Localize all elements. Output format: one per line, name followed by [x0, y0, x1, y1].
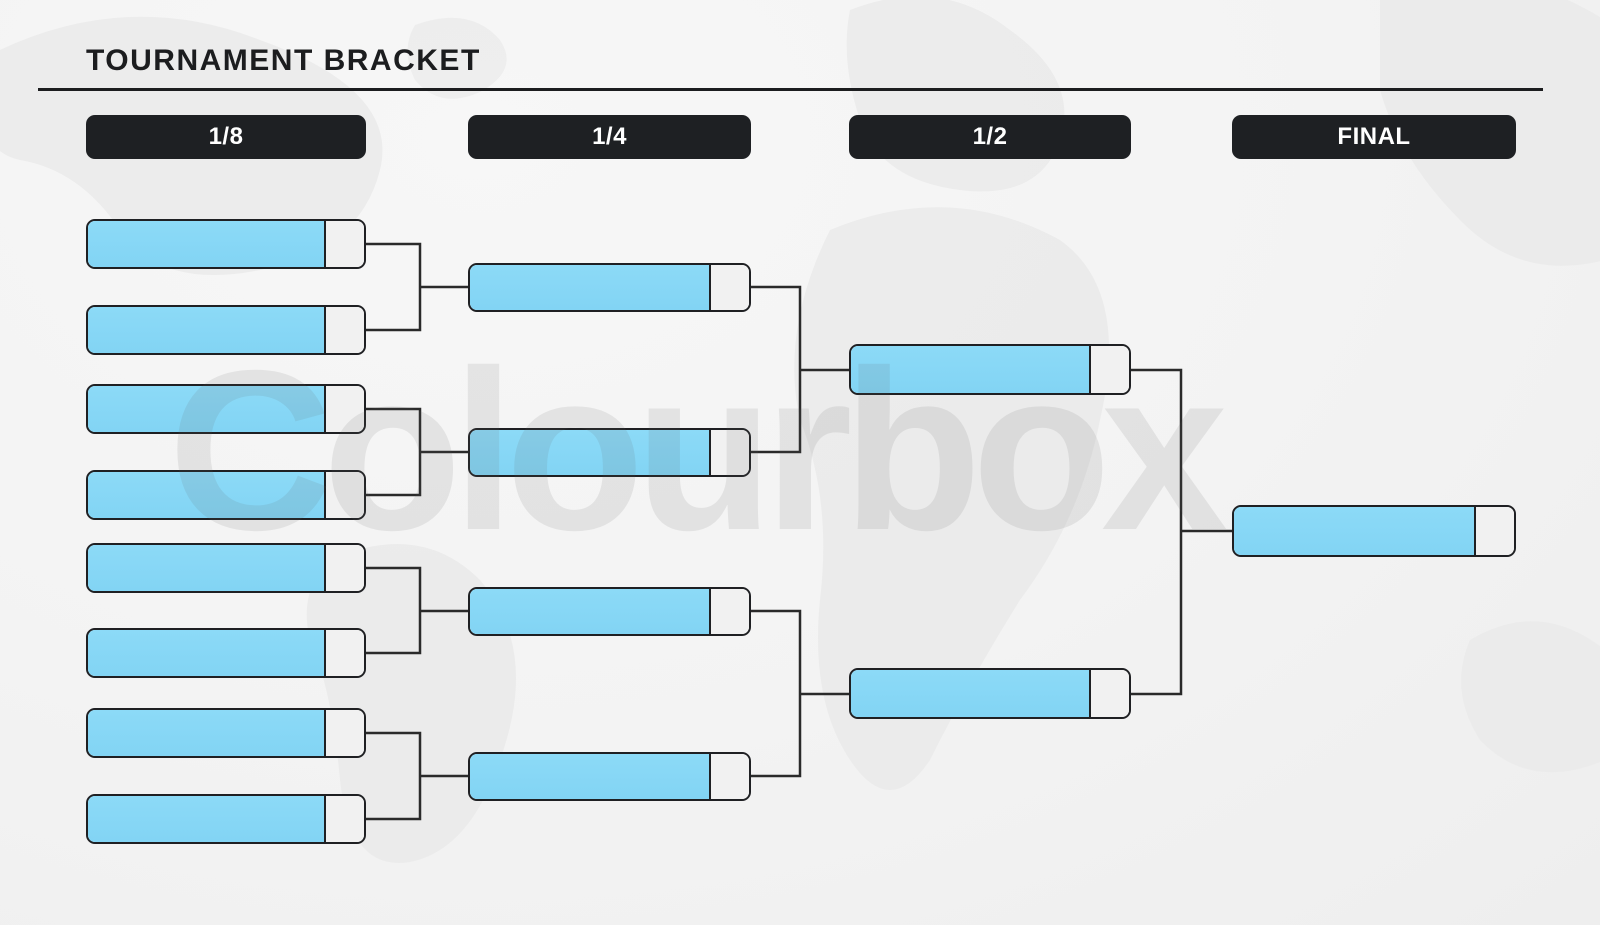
match-slot-r16-8[interactable]: [86, 794, 366, 844]
slot-team-area: [1234, 507, 1476, 555]
match-slot-r16-1[interactable]: [86, 219, 366, 269]
match-slot-final[interactable]: [1232, 505, 1516, 557]
slot-team-area: [88, 386, 326, 432]
slot-score-area: [1476, 507, 1514, 555]
slot-team-area: [88, 796, 326, 842]
slot-team-area: [88, 710, 326, 756]
slot-score-area: [1091, 346, 1129, 393]
slot-score-area: [326, 386, 364, 432]
slot-team-area: [470, 265, 711, 310]
slot-score-area: [326, 472, 364, 518]
slot-team-area: [88, 307, 326, 353]
slot-score-area: [326, 307, 364, 353]
slot-score-area: [326, 796, 364, 842]
match-slot-qf-3[interactable]: [468, 587, 751, 636]
match-slot-r16-5[interactable]: [86, 543, 366, 593]
round-header-label: 1/2: [972, 123, 1008, 150]
slot-score-area: [326, 710, 364, 756]
match-slot-r16-2[interactable]: [86, 305, 366, 355]
match-slot-sf-1[interactable]: [849, 344, 1131, 395]
slot-team-area: [470, 430, 711, 475]
match-slot-sf-2[interactable]: [849, 668, 1131, 719]
slot-score-area: [1091, 670, 1129, 717]
slot-team-area: [88, 472, 326, 518]
match-slot-qf-2[interactable]: [468, 428, 751, 477]
round-header-label: 1/4: [592, 123, 627, 150]
slot-team-area: [88, 630, 326, 676]
match-slot-r16-7[interactable]: [86, 708, 366, 758]
slot-score-area: [711, 754, 749, 799]
round-header-1-2: 1/2: [849, 115, 1131, 159]
slot-team-area: [470, 589, 711, 634]
slot-score-area: [326, 545, 364, 591]
slot-score-area: [711, 589, 749, 634]
slot-score-area: [326, 221, 364, 267]
round-header-1-8: 1/8: [86, 115, 366, 159]
round-header-1-4: 1/4: [468, 115, 751, 159]
match-slot-r16-4[interactable]: [86, 470, 366, 520]
match-slot-r16-6[interactable]: [86, 628, 366, 678]
match-slot-qf-1[interactable]: [468, 263, 751, 312]
title-underline: [38, 88, 1543, 91]
match-slot-r16-3[interactable]: [86, 384, 366, 434]
slot-team-area: [851, 346, 1091, 393]
round-header-label: FINAL: [1337, 123, 1411, 150]
page-title: TOURNAMENT BRACKET: [86, 44, 481, 77]
match-slot-qf-4[interactable]: [468, 752, 751, 801]
round-header-final: FINAL: [1232, 115, 1516, 159]
slot-team-area: [88, 545, 326, 591]
slot-team-area: [470, 754, 711, 799]
slot-score-area: [326, 630, 364, 676]
slot-team-area: [851, 670, 1091, 717]
slot-score-area: [711, 265, 749, 310]
slot-score-area: [711, 430, 749, 475]
slot-team-area: [88, 221, 326, 267]
round-header-label: 1/8: [208, 123, 244, 150]
